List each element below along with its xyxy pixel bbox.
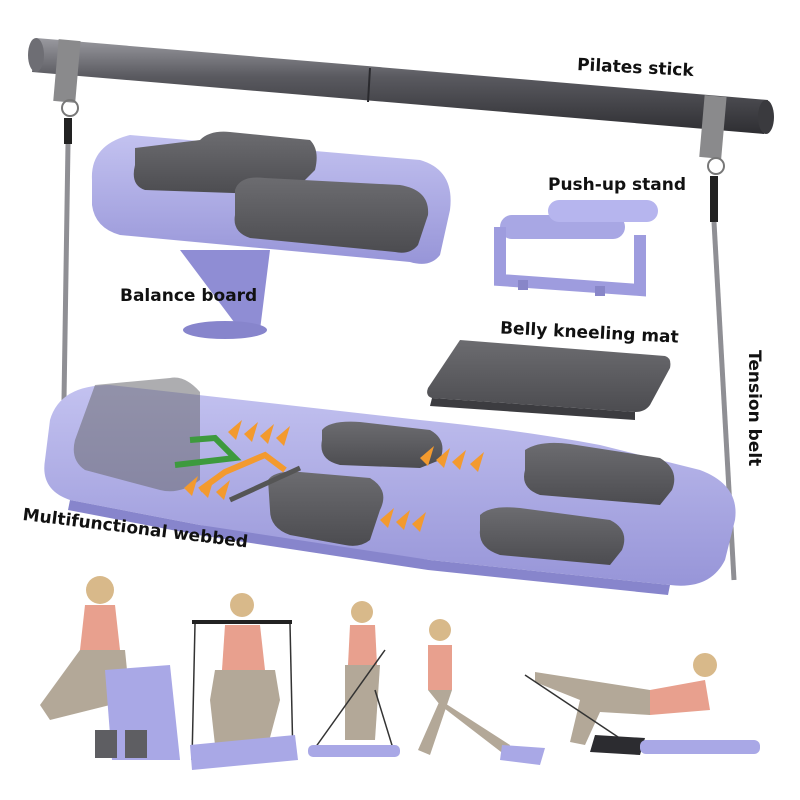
demo-photo-band-row	[308, 601, 400, 757]
label-push-up-stand: Push-up stand	[548, 175, 687, 195]
demo-photo-kickback	[524, 653, 760, 755]
demo-photo-squat-with-stick	[190, 593, 298, 770]
label-balance-board: Balance board	[120, 286, 258, 306]
push-up-stand	[494, 200, 658, 297]
label-tension-belt: Tension belt	[744, 350, 764, 467]
pilates-stick	[28, 38, 774, 159]
demo-photo-side-lunge	[418, 619, 545, 765]
balance-board	[91, 131, 451, 339]
demo-photo-folding-board	[40, 576, 180, 760]
demo-photos	[40, 576, 760, 770]
belly-kneeling-mat	[427, 340, 671, 420]
multifunctional-webbed-board	[44, 377, 736, 595]
